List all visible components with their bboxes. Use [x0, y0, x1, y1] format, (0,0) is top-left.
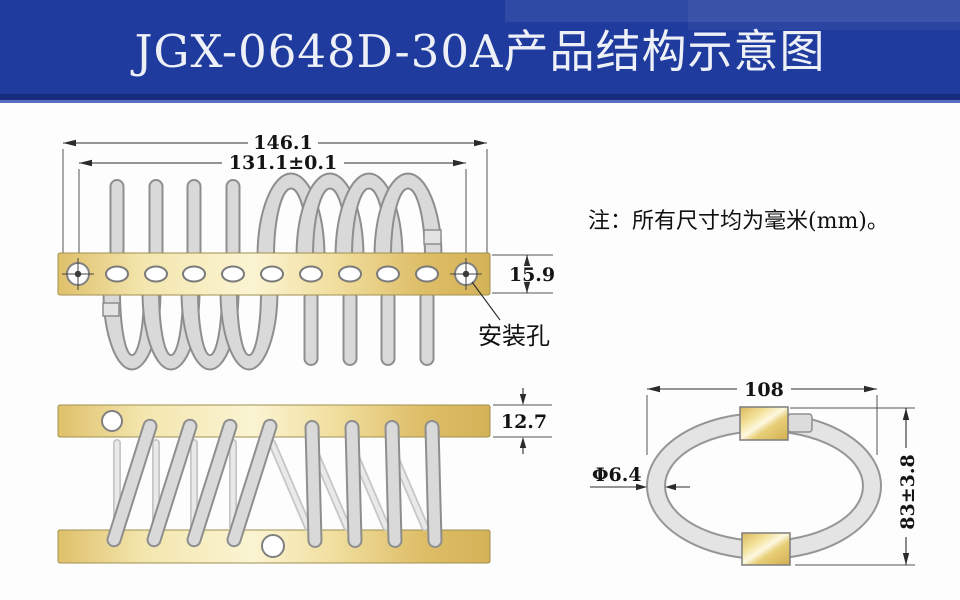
ring-clamp-top	[739, 406, 789, 441]
dim-text-ring-height: 83±3.8	[897, 454, 919, 529]
dim-text-bar-height: 15.9	[509, 264, 555, 286]
dim-text-overall-length: 146.1	[253, 132, 313, 154]
banner-bottom-shade	[0, 94, 960, 100]
dim-ring-width: 108	[646, 379, 878, 455]
rope-end-clamp-top	[423, 229, 442, 245]
title-banner: JGX-0648D-30A产品结构示意图	[0, 0, 960, 103]
side-view: 108 Φ6.4	[590, 379, 919, 566]
dim-bar-height: 15.9	[492, 254, 555, 294]
mounting-hole-left	[62, 258, 94, 290]
mounting-hole-right	[450, 258, 482, 290]
top-view-hole-lower	[261, 534, 285, 558]
top-view: 12.7	[57, 388, 552, 564]
page-title: JGX-0648D-30A产品结构示意图	[134, 25, 826, 78]
dim-text-hole-span: 131.1±0.1	[229, 152, 337, 174]
wire-rope-lower	[102, 290, 435, 371]
top-view-hole-upper	[101, 410, 123, 432]
units-note: 注：所有尺寸均为毫米(mm)。	[588, 209, 889, 234]
dim-overall-length: 146.1	[63, 132, 487, 154]
dim-bar-width: 12.7	[493, 388, 552, 454]
banner-highlight-2	[688, 0, 960, 30]
rope-end-clamp-bottom	[102, 302, 120, 317]
ring-clamp-bottom	[741, 532, 791, 566]
banner-bottom-line	[0, 100, 960, 103]
dim-ring-height: 83±3.8	[790, 407, 919, 566]
front-view: 146.1 131.1±0.1	[57, 132, 555, 371]
dim-hole-span: 131.1±0.1	[79, 152, 466, 174]
wire-rope-upper	[109, 172, 443, 261]
ring-inner	[664, 430, 864, 542]
ring-tab	[787, 413, 813, 433]
mounting-hole-callout: 安装孔	[471, 281, 550, 350]
bar-holes	[62, 258, 482, 290]
dim-text-ring-width: 108	[744, 379, 784, 401]
banner-highlight	[505, 0, 960, 22]
mounting-hole-label: 安装孔	[478, 322, 550, 350]
dim-wire-diameter: Φ6.4	[590, 464, 690, 491]
near-side-wires	[106, 418, 443, 548]
front-extension-lines	[62, 149, 488, 258]
dim-text-bar-width: 12.7	[501, 411, 547, 433]
dim-text-wire-diameter: Φ6.4	[592, 464, 642, 486]
